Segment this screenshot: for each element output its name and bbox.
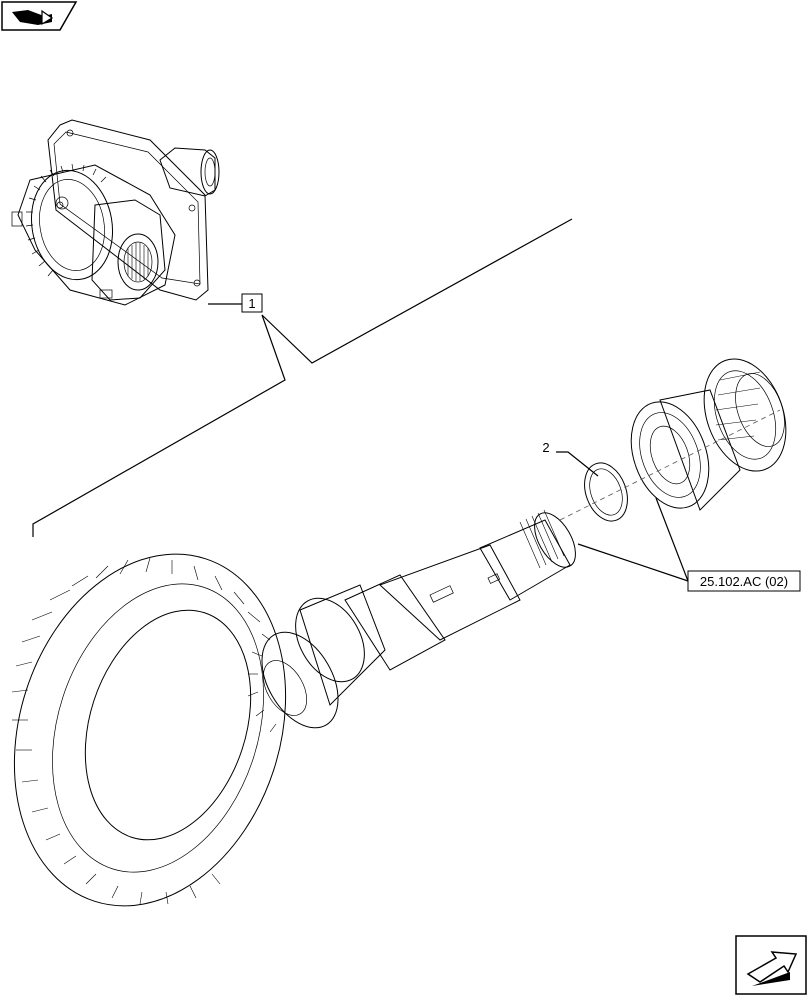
reference-leader-shaft xyxy=(577,543,689,582)
reference-leader-bearing xyxy=(655,497,689,582)
crown-wheel-ring-gear xyxy=(11,553,287,907)
taper-roller-bearing xyxy=(630,358,787,511)
previous-page-arrow-icon[interactable] xyxy=(1,1,78,31)
reference-callout-label: 25.102.AC (02) xyxy=(700,574,788,589)
callout-item-2[interactable]: 2 xyxy=(542,440,549,455)
next-page-arrow-icon[interactable] xyxy=(735,935,807,995)
shaft-axis-line xyxy=(559,409,781,521)
assembly-bracket-line xyxy=(261,218,573,364)
callout-2-leader xyxy=(556,451,599,477)
assembly-bracket-line-lower xyxy=(32,314,286,537)
differential-housing-assembly xyxy=(11,119,220,306)
callout-item-2-label: 2 xyxy=(542,440,549,455)
snap-ring-spacer xyxy=(584,462,628,522)
reference-callout[interactable]: 25.102.AC (02) xyxy=(687,570,801,592)
callout-item-1-label: 1 xyxy=(248,296,255,311)
pinion-shaft xyxy=(295,509,576,706)
callout-item-1[interactable]: 1 xyxy=(241,293,263,313)
pinion-gear-head xyxy=(247,631,339,733)
